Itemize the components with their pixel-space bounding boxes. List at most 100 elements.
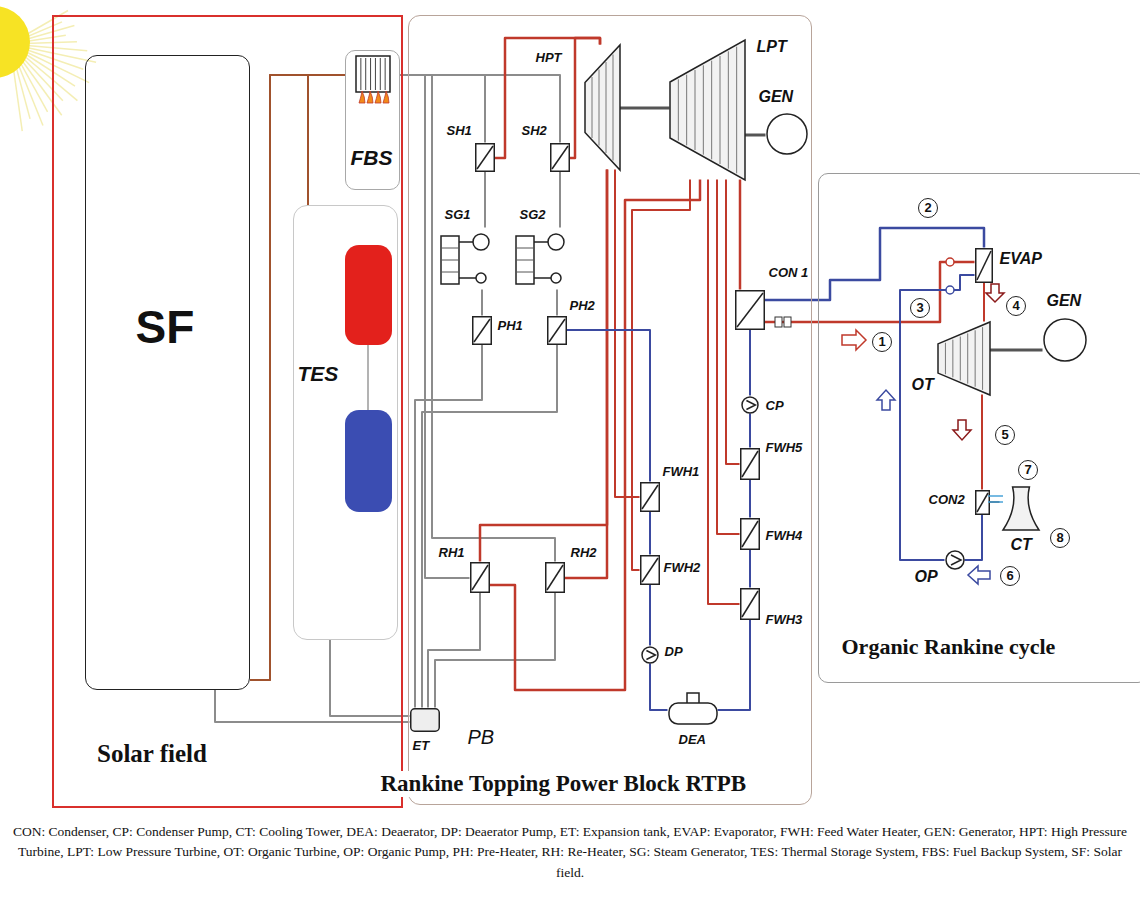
turb-symbol <box>938 322 990 395</box>
hx-symbol <box>550 143 570 172</box>
dea-symbol <box>668 692 718 725</box>
exchanger-body <box>470 562 489 592</box>
ct-symbol <box>1000 486 1042 530</box>
exchanger-body <box>640 555 659 584</box>
pipe-connector <box>965 515 983 561</box>
hx-symbol <box>472 316 492 345</box>
pipe-connector <box>981 395 983 490</box>
coil-tube <box>365 58 366 90</box>
pipe-connector <box>400 75 485 143</box>
deaerator-pump: DP <box>641 646 659 664</box>
pre-heater: PH1 <box>472 316 492 345</box>
hx-symbol <box>975 248 993 283</box>
flame <box>383 91 389 103</box>
junction <box>946 258 954 266</box>
component-label: LPT <box>756 38 788 56</box>
turbine-body <box>670 40 745 180</box>
exchanger-mark <box>977 251 991 280</box>
pipe-connector <box>632 180 690 571</box>
turbine-stage <box>598 69 599 145</box>
hx-symbol <box>470 562 490 593</box>
hx-symbol <box>740 518 760 550</box>
exchanger-body <box>735 290 764 329</box>
component-label: FBS <box>351 146 393 170</box>
turbine-stage <box>974 330 975 386</box>
super-heater: SH1 <box>475 143 495 172</box>
exchanger-mark <box>552 146 568 169</box>
turbine-stage <box>702 65 703 154</box>
region-label: Organic Rankine cycle <box>840 634 1058 660</box>
exchanger-mark <box>742 591 758 617</box>
turb-symbol <box>585 45 620 170</box>
super-heater: SH2 <box>550 143 570 172</box>
exchanger-mark <box>472 565 488 590</box>
pump-mark <box>646 650 655 659</box>
drum <box>441 236 459 284</box>
water-line <box>988 501 1003 503</box>
feed-water-heater: FWH4 <box>740 518 760 550</box>
generator-body <box>1044 319 1086 361</box>
turbine-stage <box>952 339 953 377</box>
pipe-connector <box>650 664 668 711</box>
flow-arrow <box>968 566 990 584</box>
sg-vessel <box>548 234 564 250</box>
steam-generator: SG1 <box>440 228 490 290</box>
pipe-connector <box>250 75 345 680</box>
condenser: CON 1 <box>735 290 765 330</box>
sg-link <box>459 241 474 243</box>
exchanger-body <box>740 588 759 619</box>
pipe-connector <box>330 640 410 716</box>
exchanger-mark <box>742 451 758 477</box>
et-symbol <box>410 708 440 732</box>
pipe-connector <box>718 620 751 711</box>
tower-body <box>1003 487 1039 530</box>
caption: CON: Condenser, CP: Condenser Pump, CT: … <box>8 822 1132 883</box>
drum-tube <box>441 271 459 272</box>
steam-generator: SG2 <box>515 228 565 290</box>
pipe-connector <box>983 283 985 322</box>
drum-tube <box>516 247 534 248</box>
callout-number: 5 <box>995 425 1015 445</box>
tank-pipe <box>367 345 369 410</box>
component-label: SH2 <box>521 123 548 138</box>
component-label: FWH1 <box>662 464 701 479</box>
component-label: RH1 <box>438 545 466 560</box>
turbine-stage <box>727 51 728 168</box>
solar-field-box: SF <box>85 55 250 690</box>
region-label: Rankine Topping Power Block RTPB <box>378 771 750 797</box>
pipe-connector <box>717 180 740 535</box>
pipe-connector <box>900 275 975 560</box>
pipe-connector <box>567 330 651 482</box>
exchanger-body <box>550 143 569 171</box>
tank-body <box>410 708 439 731</box>
drum-tube <box>441 259 459 260</box>
coil-tube <box>385 58 386 90</box>
coil-tube <box>370 58 371 90</box>
junction <box>946 286 954 294</box>
coil-tube <box>375 58 376 90</box>
feed-water-heater: FWH1 <box>640 482 660 512</box>
condenser: CON2 <box>975 490 990 515</box>
component-label: FWH3 <box>765 612 804 627</box>
component-label: CP <box>765 398 785 413</box>
pipe-connector <box>556 290 558 316</box>
exchanger-body <box>475 143 494 171</box>
hx-symbol <box>640 482 660 512</box>
sg-symbol <box>440 228 490 290</box>
component-label: HPT <box>535 50 563 65</box>
component-label: PH2 <box>569 298 596 313</box>
hx-symbol <box>975 490 990 515</box>
exchanger-body <box>740 448 759 479</box>
pipe-connector <box>490 180 701 691</box>
pipe-connector <box>739 180 742 290</box>
hx-symbol <box>547 316 567 345</box>
turbine-stage <box>719 56 720 164</box>
callout-number: 8 <box>1050 528 1070 548</box>
exchanger-body <box>547 316 566 344</box>
turbine-stage <box>591 77 592 138</box>
component-label: CON2 <box>928 492 966 507</box>
pump-body <box>642 647 658 663</box>
component-label: OT <box>911 376 935 394</box>
callout-number: 6 <box>1000 566 1020 586</box>
turbine-stage <box>967 333 968 383</box>
